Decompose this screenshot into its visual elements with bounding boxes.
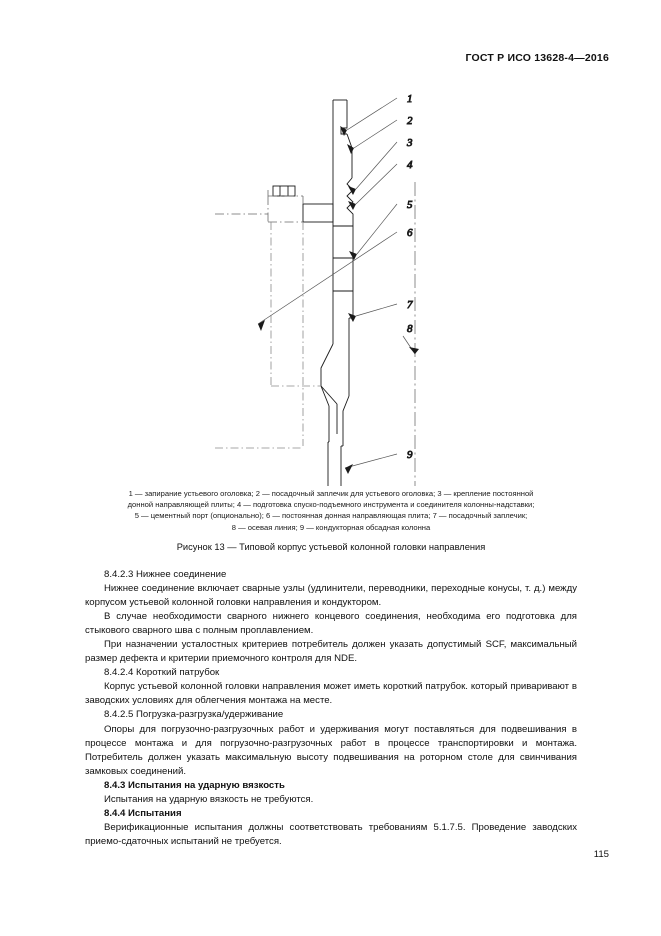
callout-label-3: 3	[406, 137, 413, 149]
callout-label-6: 6	[407, 227, 413, 239]
page-number: 115	[593, 849, 609, 860]
section-paragraph-8-4-4-1: Верификационные испытания должны соответ…	[85, 821, 577, 847]
callout-label-4: 4	[407, 159, 413, 171]
figure-13-drawing: 1 2 3 4 5 6 7 8 9	[85, 86, 580, 486]
section-paragraph-8-4-2-5-1: Опоры для погрузочно-разгрузочных работ …	[85, 723, 577, 777]
callout-label-5: 5	[407, 199, 413, 211]
section-paragraph-8-4-2-4-1: Корпус устьевой колонной головки направл…	[85, 681, 577, 707]
section-paragraph-8-4-2-3-3: При назначении усталостных критериев пот…	[85, 639, 577, 665]
legend-line-3: 5 — цементный порт (опционально); 6 — по…	[134, 511, 528, 521]
legend-line-1: 1 — запирание устьевого оголовка; 2 — по…	[128, 489, 534, 498]
callout-label-7: 7	[407, 299, 413, 311]
section-heading-8-4-4: 8.4.4 Испытания	[104, 807, 182, 819]
callout-label-1: 1	[407, 93, 413, 105]
legend-line-2: донной направляющей плиты; 4 — подготовк…	[127, 500, 535, 510]
section-heading-8-4-2-3: 8.4.2.3 Нижнее соединение	[104, 569, 227, 580]
callout-label-9: 9	[407, 449, 413, 461]
figure-caption: Рисунок 13 — Типовой корпус устьевой кол…	[176, 542, 486, 552]
callout-label-8: 8	[407, 323, 413, 335]
callout-label-2: 2	[407, 115, 413, 127]
section-paragraph-8-4-2-3-1: Нижнее соединение включает сварные узлы …	[85, 583, 577, 609]
figure-legend: 1 — запирание устьевого оголовка; 2 — по…	[85, 488, 577, 533]
section-heading-8-4-2-5: 8.4.2.5 Погрузка-разгрузка/удерживание	[104, 709, 284, 721]
page-header-standard-title: ГОСТ Р ИСО 13628-4—2016	[465, 52, 609, 64]
body-content: 8.4.2.3 Нижнее соединение Нижнее соедине…	[85, 568, 577, 849]
section-paragraph-8-4-3-1: Испытания на ударную вязкость не требуют…	[104, 793, 314, 805]
section-heading-8-4-2-4: 8.4.2.4 Короткий патрубок	[104, 667, 220, 679]
section-heading-8-4-3: 8.4.3 Испытания на ударную вязкость	[104, 779, 285, 791]
legend-line-4: 8 — осевая линия; 9 — кондукторная обсад…	[231, 522, 431, 532]
section-paragraph-8-4-2-3-2: В случае необходимости сварного нижнего …	[85, 611, 577, 637]
